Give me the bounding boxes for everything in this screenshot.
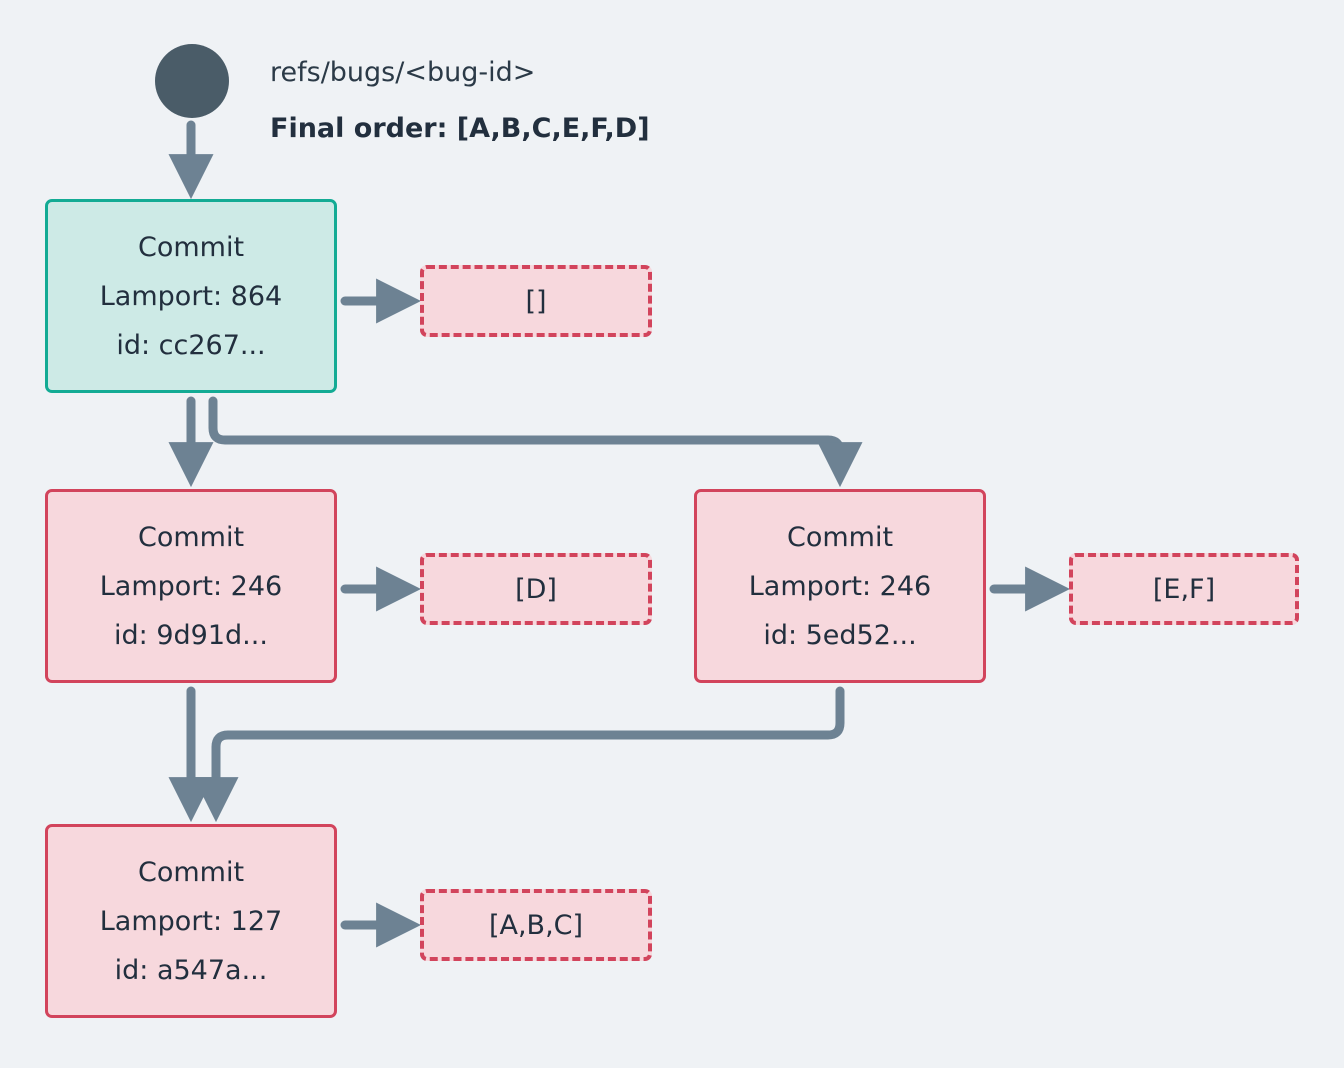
commit-node-cc267[interactable]: Commit Lamport: 864 id: cc267... (45, 199, 337, 393)
final-order-label: Final order: [A,B,C,E,F,D] (270, 113, 650, 144)
branch-ref-dot-icon (155, 44, 229, 118)
commit-lamport: Lamport: 246 (748, 570, 932, 602)
commit-id: id: cc267... (116, 329, 266, 361)
commit-title: Commit (137, 521, 245, 553)
commit-id: id: 9d91d... (114, 619, 268, 651)
operations-box-cc267: [] (420, 265, 652, 337)
commit-node-9d91d[interactable]: Commit Lamport: 246 id: 9d91d... (45, 489, 337, 683)
commit-title: Commit (786, 521, 894, 553)
operations-box-a547a: [A,B,C] (420, 889, 652, 961)
edge-5ed52-to-a547a (193, 686, 845, 823)
commit-lamport: Lamport: 864 (99, 280, 283, 312)
operations-box-5ed52: [E,F] (1069, 553, 1299, 625)
edge-head-to-5ed52 (208, 396, 863, 488)
operations-box-9d91d: [D] (420, 553, 652, 625)
commit-id: id: a547a... (114, 954, 268, 986)
commit-node-5ed52[interactable]: Commit Lamport: 246 id: 5ed52... (694, 489, 986, 683)
commit-node-a547a[interactable]: Commit Lamport: 127 id: a547a... (45, 824, 337, 1018)
commit-title: Commit (137, 856, 245, 888)
branch-ref-label: refs/bugs/<bug-id> (270, 57, 536, 88)
commit-id: id: 5ed52... (763, 619, 917, 651)
commit-title: Commit (137, 231, 245, 263)
commit-lamport: Lamport: 246 (99, 570, 283, 602)
commit-lamport: Lamport: 127 (99, 905, 283, 937)
